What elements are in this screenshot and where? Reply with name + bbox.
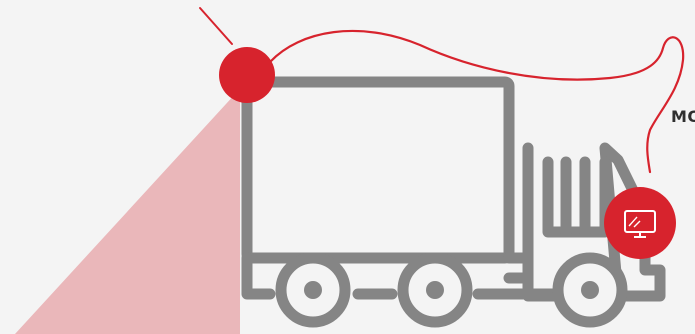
- camera-dot-icon: [219, 47, 275, 103]
- monitor-label: MO: [671, 107, 695, 126]
- wheel-rear-1: [281, 258, 345, 322]
- wheel-rear-2: [403, 258, 467, 322]
- monitor-badge: [604, 187, 676, 259]
- camera-view-cone: [15, 80, 248, 334]
- camera-mount-line: [200, 8, 232, 44]
- truck-cargo-box: [247, 82, 509, 258]
- truck-cab-window: [548, 162, 605, 232]
- wheel-front: [558, 258, 622, 322]
- truck-wheels: [281, 258, 622, 322]
- camera-cable: [270, 31, 683, 172]
